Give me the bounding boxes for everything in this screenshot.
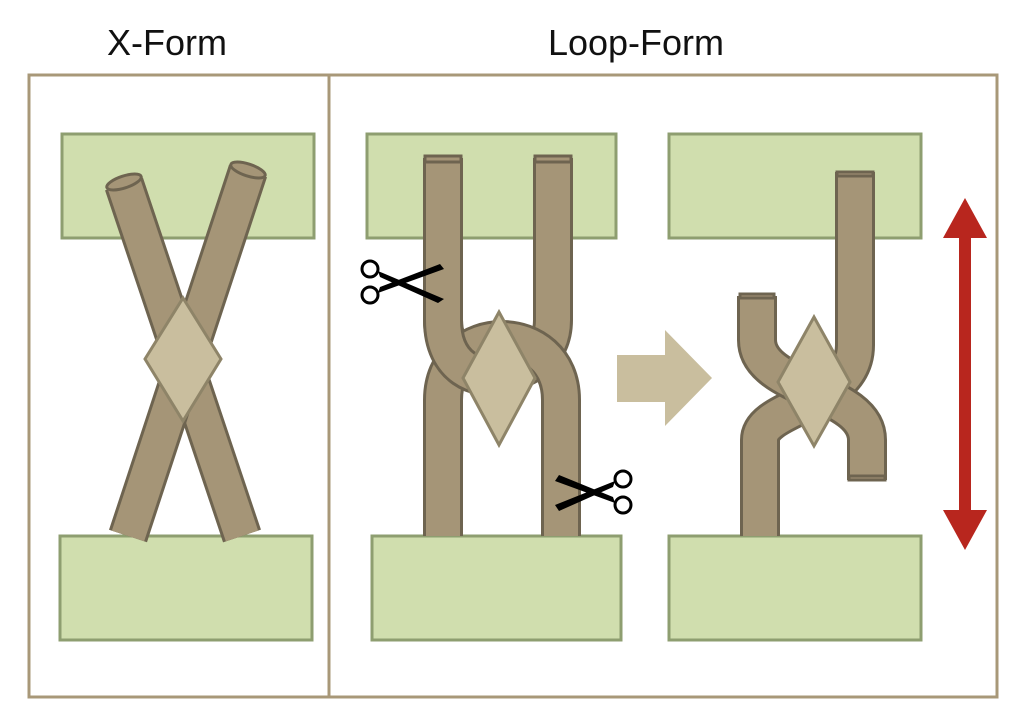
scissors-icon [360, 259, 444, 305]
loop-form-after [667, 132, 923, 642]
vertical-double-arrow-icon [943, 198, 987, 550]
x-form-top-block [60, 132, 316, 240]
loop-form-title: Loop-Form [548, 22, 724, 63]
x-form-title: X-Form [107, 22, 227, 63]
loop-form-top-block-left [365, 132, 618, 240]
loop-form-frame [327, 73, 999, 699]
x-form-panel [58, 132, 316, 642]
loop-form-diamond-right [776, 313, 852, 450]
loop-form-before [360, 132, 633, 642]
x-form-fiber-left-end [105, 172, 143, 192]
x-form-diamond [143, 295, 223, 424]
scissors-icon [555, 469, 633, 515]
loop-form-bottom-block-right [667, 534, 923, 642]
loop-form-top-block-right [667, 132, 923, 240]
right-arrow-icon [617, 330, 712, 426]
x-form-fiber-right-end [229, 160, 267, 180]
loop-form-diamond-left [461, 308, 537, 449]
x-form-bottom-block [58, 534, 314, 642]
loop-form-bottom-block-left [370, 534, 623, 642]
